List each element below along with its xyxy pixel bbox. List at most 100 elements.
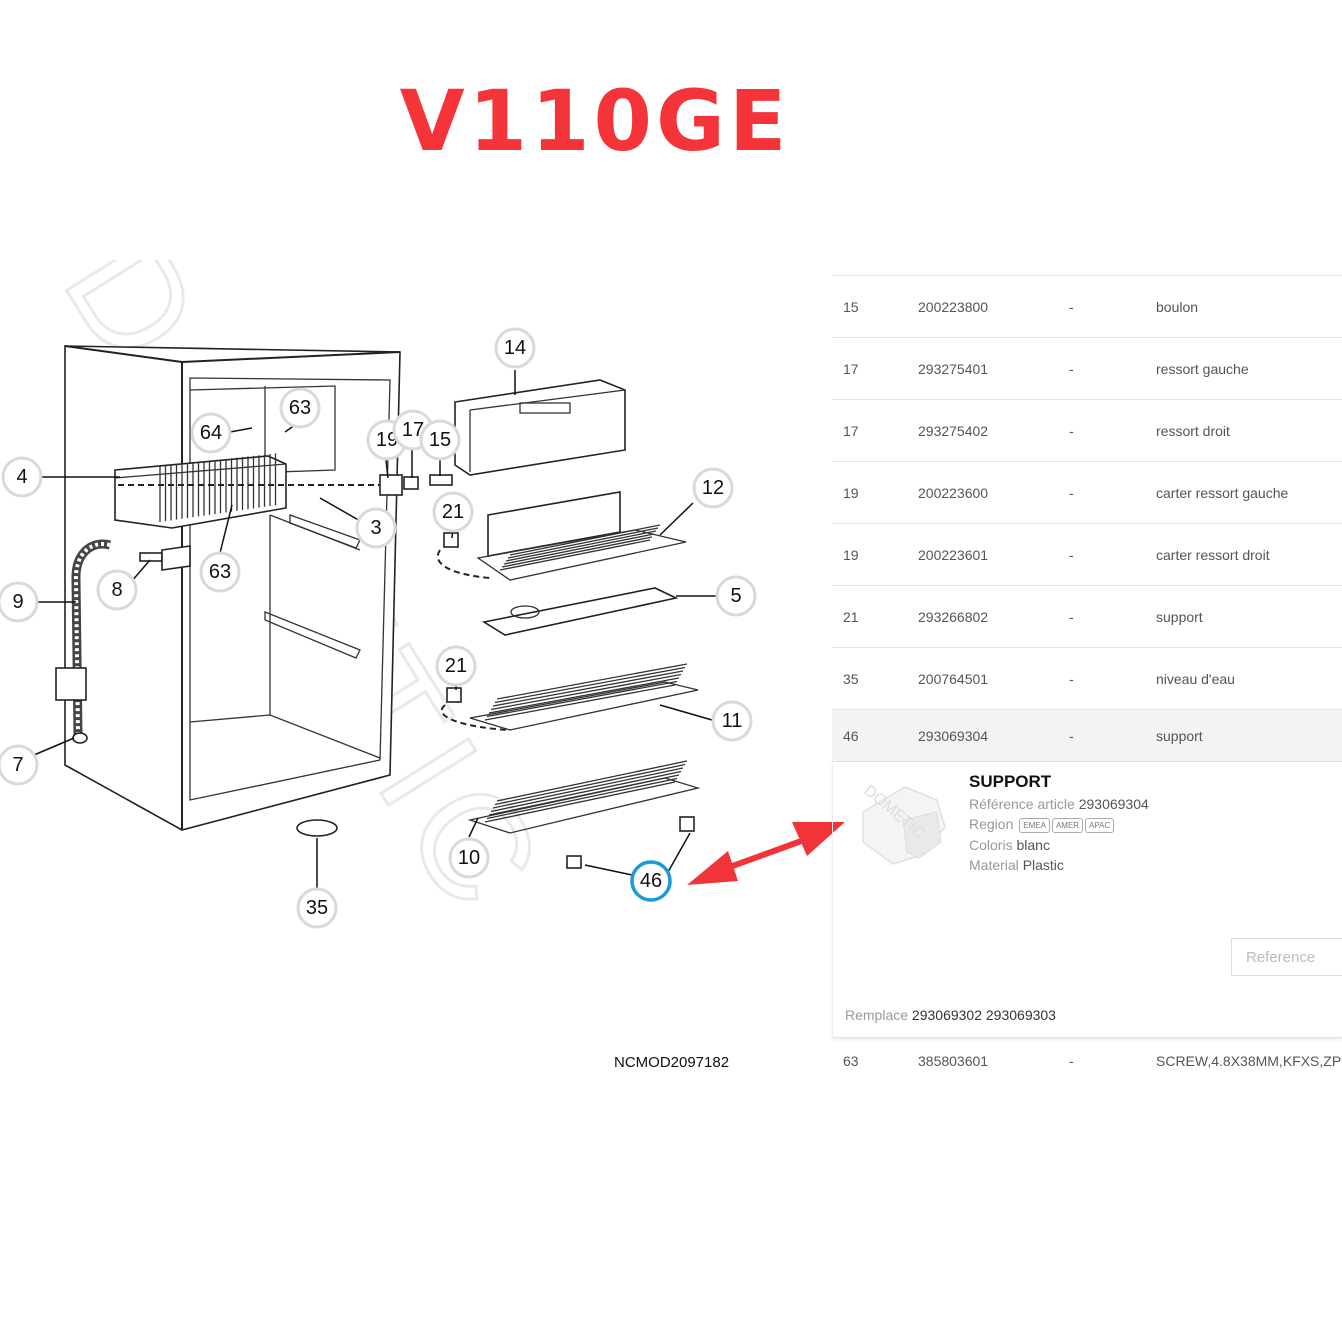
replaces-value: 293069302 293069303 — [911, 1007, 1056, 1023]
cell-position: 63 — [843, 1053, 859, 1069]
callout-3[interactable]: 3 — [355, 507, 397, 549]
callout-label: 11 — [722, 710, 743, 732]
shelf-part-12 — [476, 491, 687, 581]
callout-label: 8 — [111, 579, 122, 601]
part-name: SUPPORT — [969, 772, 1052, 791]
bracket-part-8 — [161, 545, 191, 571]
table-row[interactable]: 63 385803601 - SCREW,4.8X38MM,KFXS,ZP — [832, 1038, 1342, 1084]
table-row-selected[interactable]: 46 293069304 - support — [832, 710, 1342, 762]
leader-lines — [33, 370, 718, 890]
shelf-wire — [486, 777, 678, 820]
callout-label: 35 — [306, 897, 328, 919]
callout-64[interactable]: 64 — [190, 412, 232, 454]
cell-description: support — [1156, 608, 1203, 625]
cell-position: 35 — [843, 670, 859, 687]
bolt-part-15 — [429, 474, 453, 486]
shelf-wire — [494, 666, 686, 704]
cell-dash: - — [1069, 422, 1074, 439]
callout-15[interactable]: 15 — [419, 419, 461, 461]
region-badge-apac: APAC — [1085, 817, 1115, 833]
table-top-rule — [832, 262, 1342, 276]
shelf-wire — [490, 770, 682, 813]
callout-21[interactable]: 21 — [435, 645, 477, 687]
reference-field — [1231, 938, 1342, 976]
callout-label: 15 — [429, 429, 451, 451]
exploded-parts-diagram: DOMETIC — [0, 260, 757, 944]
callout-10[interactable]: 10 — [448, 837, 490, 879]
callout-14[interactable]: 14 — [494, 327, 536, 369]
cell-description: niveau d'eau — [1156, 670, 1235, 687]
color-value: blanc — [1016, 837, 1050, 853]
cell-dash: - — [1069, 608, 1074, 625]
cell-description: ressort droit — [1156, 422, 1230, 439]
shelf-wire — [507, 527, 659, 559]
cell-reference: 200764501 — [918, 670, 989, 687]
tray-part-5 — [481, 587, 679, 636]
part-thumbnail-image: DOMETIC — [860, 782, 946, 865]
cell-reference: 293275401 — [918, 360, 989, 377]
callout-35[interactable]: 35 — [296, 887, 338, 929]
support-part-46-left — [566, 855, 582, 869]
callout-label: 64 — [200, 422, 222, 444]
callout-63[interactable]: 63 — [279, 387, 321, 429]
shelf-wire — [501, 536, 653, 568]
callout-4[interactable]: 4 — [1, 456, 43, 498]
support-part-21-upper — [443, 532, 459, 548]
cell-dash: - — [1069, 1053, 1074, 1069]
cell-reference: 293266802 — [918, 608, 989, 625]
cell-description: boulon — [1156, 298, 1199, 315]
grid-shelf-part-11 — [469, 663, 699, 731]
part-detail-card: DOMETIC SUPPORT Référence article 293069… — [832, 762, 1342, 1038]
cell-dash: - — [1069, 546, 1074, 563]
cell-description: carter ressort gauche — [1156, 484, 1289, 501]
support-part-21-lower — [446, 687, 462, 703]
grid-shelf-part-10 — [467, 760, 701, 834]
shelf-wire — [505, 530, 657, 562]
callout-label: 63 — [209, 561, 231, 583]
callout-5[interactable]: 5 — [715, 575, 757, 617]
material-value: Plastic — [1022, 857, 1064, 873]
shelf-wire — [492, 767, 684, 809]
article-label: Référence article — [969, 796, 1075, 812]
cell-position: 15 — [843, 298, 859, 315]
callout-12[interactable]: 12 — [692, 467, 734, 509]
cell-reference: 293275402 — [918, 422, 989, 439]
callout-label: 12 — [702, 477, 724, 499]
cell-position: 19 — [843, 484, 859, 501]
callout-label: 21 — [445, 655, 467, 677]
cell-position: 17 — [843, 422, 859, 439]
cell-reference: 385803601 — [918, 1053, 989, 1069]
callout-21[interactable]: 21 — [432, 491, 474, 533]
callout-label: 3 — [370, 517, 381, 539]
article-line: Référence article 293069304 — [969, 796, 1149, 812]
cell-description: support — [1156, 727, 1203, 744]
callout-9[interactable]: 9 — [0, 581, 39, 623]
shelf-wire — [484, 781, 676, 823]
cell-dash: - — [1069, 298, 1074, 315]
drawing-code: NCMOD2097182 — [614, 1054, 730, 1071]
table-row[interactable]: 17 293275402 - ressort droit — [832, 400, 1342, 462]
support-dash-upper — [436, 549, 491, 579]
shelf-wire — [488, 677, 680, 714]
spring-part-17 — [403, 476, 419, 490]
callout-63[interactable]: 63 — [199, 551, 241, 593]
callout-label: 5 — [730, 585, 741, 607]
callout-label: 14 — [504, 337, 526, 359]
table-row[interactable]: 21 293266802 - support — [832, 586, 1342, 648]
cell-dash: - — [1069, 727, 1074, 744]
callout-11[interactable]: 11 — [711, 700, 753, 742]
callout-46[interactable]: 46 — [630, 860, 672, 902]
reference-input[interactable] — [1232, 939, 1342, 975]
cell-position: 21 — [843, 608, 859, 625]
callout-label: 21 — [442, 501, 464, 523]
water-level-part-35 — [296, 819, 338, 837]
callout-label: 7 — [12, 754, 23, 776]
callout-8[interactable]: 8 — [96, 569, 138, 611]
callout-7[interactable]: 7 — [0, 744, 39, 786]
